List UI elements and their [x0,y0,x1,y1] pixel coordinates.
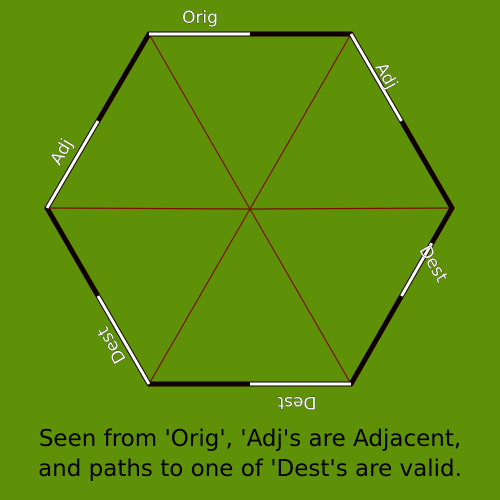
caption-line-2: and paths to one of 'Dest's are valid. [38,456,462,482]
spoke-1 [249,33,352,210]
edge-highlight-lower-left [96,295,151,385]
edge-highlights [45,32,434,386]
spoke-3 [249,208,352,385]
caption: Seen from 'Orig', 'Adj's are Adjacent, a… [0,424,500,484]
spoke-2 [249,207,453,210]
edge-label-bottom: Dest [277,392,316,412]
spoke-4 [148,208,251,385]
spoke-0 [148,33,251,210]
caption-line-1: Seen from 'Orig', 'Adj's are Adjacent, [38,426,462,452]
edge-highlight-upper-left [45,120,100,209]
edge-highlight-lower-right [400,242,434,297]
edge-highlight-upper-right [349,33,403,122]
spoke-5 [46,207,251,210]
edge-label-upper-right: Adj [371,59,402,92]
edge-label-top: Orig [182,8,218,28]
hex-spokes [46,33,453,385]
